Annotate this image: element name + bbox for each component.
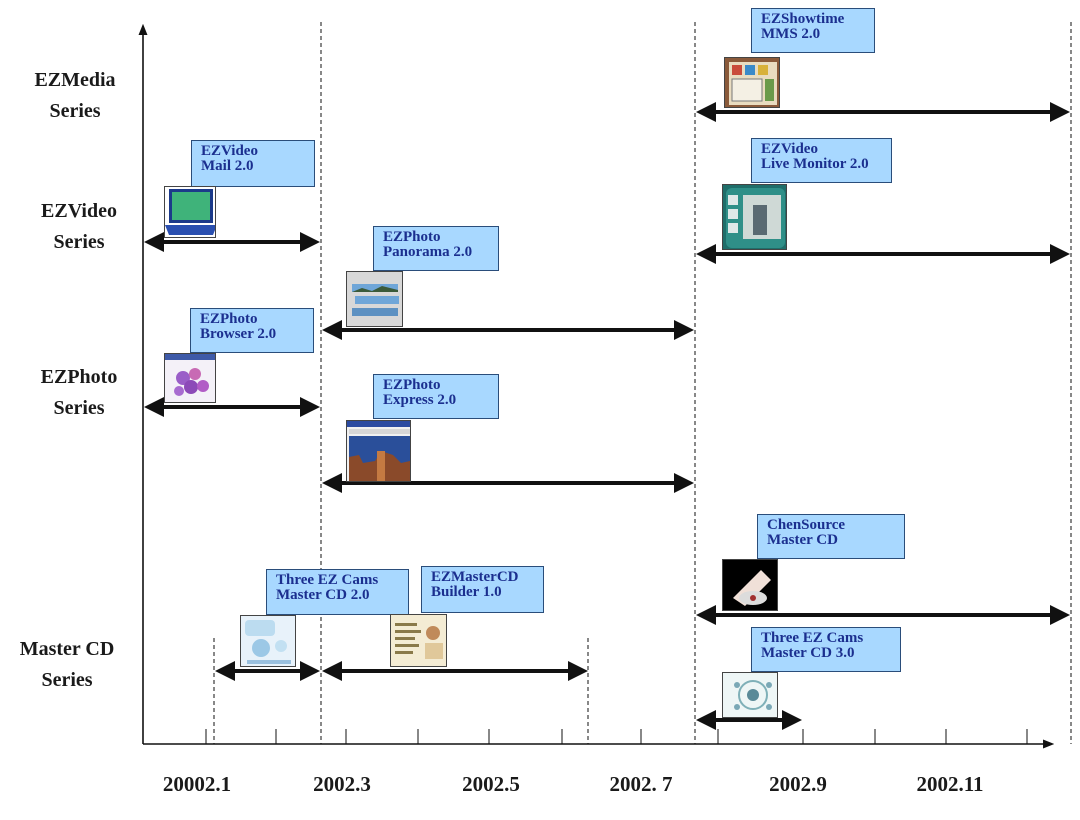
product-name: EZPhoto [383, 377, 441, 393]
product-box-ezphoto-panorama: EZPhoto Panorama 2.0 [373, 226, 499, 271]
screenshot-ezshowtime-icon [724, 57, 780, 108]
product-version: Master CD [767, 532, 838, 548]
product-version: Live Monitor 2.0 [761, 156, 869, 172]
series-label-line: Master CD [19, 638, 115, 660]
date-label: 2002.3 [313, 772, 371, 796]
date-label: 2002.5 [462, 772, 520, 796]
date-label: 2002.9 [769, 772, 827, 796]
product-name: EZMasterCD [431, 569, 519, 585]
series-label-ezmedia: EZMedia Series [15, 65, 135, 127]
screenshot-ezphoto-panorama-icon [346, 271, 403, 327]
date-label: 2002. 7 [609, 772, 673, 796]
product-box-ezphoto-browser: EZPhoto Browser 2.0 [190, 308, 314, 353]
series-label-line: Series [41, 669, 93, 691]
product-version: Mail 2.0 [201, 158, 254, 174]
product-name: Three EZ Cams [276, 572, 379, 588]
date-label: 20002.1 [162, 772, 232, 796]
series-label-mastercd: Master CD Series [7, 634, 127, 696]
product-box-ezmastercd: EZMasterCD Builder 1.0 [421, 566, 544, 613]
series-label-ezphoto: EZPhoto Series [19, 362, 139, 424]
product-name: EZPhoto [383, 229, 441, 245]
product-name: EZVideo [201, 143, 258, 159]
product-name: EZShowtime [761, 11, 845, 27]
product-name: EZVideo [761, 141, 818, 157]
series-label-line: EZPhoto [40, 366, 118, 388]
dashed-guides [213, 22, 1072, 744]
product-box-ezvideo-live: EZVideo Live Monitor 2.0 [751, 138, 892, 183]
duration-arrows [144, 102, 1070, 730]
series-label-line: EZMedia [34, 69, 116, 91]
product-version: Panorama 2.0 [383, 244, 473, 260]
series-label-ezvideo: EZVideo Series [19, 196, 139, 258]
series-label-line: Series [49, 100, 101, 122]
product-box-ezshowtime: EZShowtime MMS 2.0 [751, 8, 875, 53]
product-version: Master CD 2.0 [276, 587, 370, 603]
series-label-line: EZVideo [41, 200, 117, 222]
series-label-line: Series [53, 397, 105, 419]
screenshot-three-ez-cams-2-icon [240, 615, 296, 667]
product-box-ezphoto-express: EZPhoto Express 2.0 [373, 374, 499, 419]
screenshot-ezvideo-live-icon [722, 184, 787, 250]
product-version: Master CD 3.0 [761, 645, 855, 661]
product-version: Browser 2.0 [200, 326, 277, 342]
product-box-ezvideo-mail: EZVideo Mail 2.0 [191, 140, 315, 187]
screenshot-three-ez-cams-3-icon [722, 672, 778, 718]
product-version: Builder 1.0 [431, 584, 502, 600]
product-version: MMS 2.0 [761, 26, 821, 42]
screenshot-ezphoto-browser-icon [164, 353, 216, 403]
screenshot-ezvideo-mail-icon [164, 186, 216, 238]
screenshot-chensource-icon [722, 559, 778, 611]
screenshot-ezphoto-express-icon [346, 420, 411, 482]
x-axis-ticks [205, 729, 1028, 744]
product-box-chensource: ChenSource Master CD [757, 514, 905, 559]
product-name: EZPhoto [200, 311, 258, 327]
date-label: 2002.11 [916, 772, 984, 796]
product-name: Three EZ Cams [761, 630, 864, 646]
product-version: Express 2.0 [383, 392, 457, 408]
product-box-three-ez-cams-2: Three EZ Cams Master CD 2.0 [266, 569, 409, 615]
product-name: ChenSource [767, 517, 846, 533]
series-label-line: Series [53, 231, 105, 253]
screenshot-ezmastercd-icon [390, 614, 447, 667]
product-box-three-ez-cams-3: Three EZ Cams Master CD 3.0 [751, 627, 901, 672]
